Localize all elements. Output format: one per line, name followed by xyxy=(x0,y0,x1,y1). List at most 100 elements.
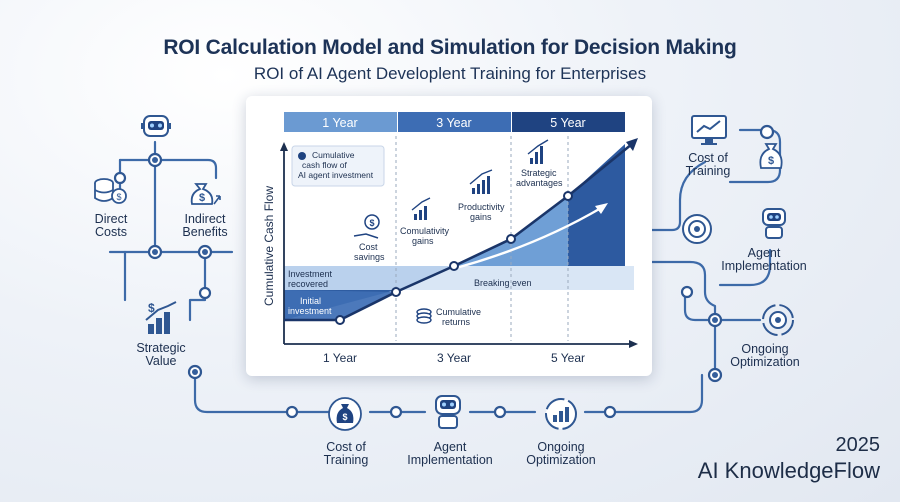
point-productivity xyxy=(506,234,516,244)
chart-panel: 1 Year 3 Year 5 Year xyxy=(246,96,652,376)
coin-stack-icon xyxy=(416,308,432,324)
money-bag-icon: $ xyxy=(190,183,221,205)
mini-bar-chart-icon xyxy=(411,197,431,220)
right-agent-implementation-line-1: Agent xyxy=(747,246,781,260)
legend-swatch xyxy=(298,152,306,160)
bottom-ongoing-optimization-line-1: Ongoing xyxy=(537,440,585,454)
flow-node xyxy=(202,249,208,255)
area-mid xyxy=(454,196,568,266)
right-cost-of-training-line-2: Training xyxy=(685,164,731,178)
svg-text:$: $ xyxy=(342,412,347,422)
flow-node xyxy=(759,124,775,140)
svg-text:$: $ xyxy=(148,301,155,315)
flow-node xyxy=(493,405,507,419)
connector xyxy=(718,248,772,287)
legend-text: Cumulative cash flow of AI agent investm… xyxy=(298,150,374,180)
robot-icon xyxy=(141,115,171,137)
flow-node xyxy=(192,369,198,375)
gear-cycle-icon xyxy=(762,304,794,336)
connector xyxy=(583,373,704,414)
target-refresh-icon xyxy=(682,214,712,244)
robot-icon xyxy=(435,395,461,429)
flow-node xyxy=(285,405,299,419)
bottom-agent-implementation-line-2: Implementation xyxy=(407,453,493,467)
optimization-chart-icon xyxy=(545,398,577,430)
right-ongoing-optimization-line-1: Ongoing xyxy=(741,342,789,356)
x-axis-arrow xyxy=(629,340,638,348)
bottom-cost-of-training-line-2: Training xyxy=(323,453,369,467)
svg-text:$: $ xyxy=(199,192,205,204)
page-subtitle: ROI of AI Agent Developlent Training for… xyxy=(253,64,647,83)
period-header-3-bg xyxy=(398,112,511,132)
period-header-5-bg xyxy=(512,112,625,132)
right-cost-of-training-line-1: Cost of xyxy=(688,151,728,165)
cash-flow-arrow xyxy=(626,138,638,151)
returns-arrowhead xyxy=(595,203,608,214)
connector xyxy=(118,158,218,180)
point-initial xyxy=(335,315,345,325)
connector xyxy=(650,260,717,322)
y-axis-arrow xyxy=(280,142,288,151)
money-bag-icon: $ xyxy=(328,397,362,431)
page-title: ROI Calculation Model and Simulation for… xyxy=(163,36,737,59)
svg-text:$: $ xyxy=(768,155,774,167)
point-year1 xyxy=(391,287,401,297)
strategic-value-line-1: Strategic xyxy=(136,341,186,355)
mini-strategy-icon xyxy=(527,139,549,164)
y-axis-label: Cumulative Cash Flow xyxy=(262,186,276,306)
period-header-1: 1 Year xyxy=(322,116,357,130)
monitor-chart-icon xyxy=(691,115,727,145)
connector xyxy=(650,160,707,232)
strategic-growth-icon: $ xyxy=(145,301,177,334)
legend-box xyxy=(291,145,385,187)
connector xyxy=(193,370,332,414)
connector xyxy=(683,288,762,322)
flow-node xyxy=(603,405,617,419)
right-ongoing-optimization-line-2: Optimization xyxy=(730,355,800,369)
indirect-benefits-line-2: Benefits xyxy=(182,225,228,239)
brand-name: AI KnowledgeFlow xyxy=(697,458,880,483)
brand-year: 2025 xyxy=(835,434,881,456)
period-header-5: 5 Year xyxy=(550,116,585,130)
area-dark xyxy=(568,144,625,266)
bottom-cost-of-training-line-1: Cost of xyxy=(326,440,366,454)
legend-line-2: cash flow of xyxy=(302,160,348,170)
area-initial-lower xyxy=(284,290,396,320)
flow-node xyxy=(198,286,212,300)
mini-growth-icon xyxy=(469,169,493,194)
bottom-ongoing-optimization-line-2: Optimization xyxy=(526,453,596,467)
right-agent-implementation-line-2: Implementation xyxy=(721,259,807,273)
legend-line-3: AI agent investment xyxy=(298,170,374,180)
flow-node xyxy=(712,372,718,378)
svg-text:$: $ xyxy=(116,192,121,202)
connector xyxy=(188,250,207,322)
anno-breaking-even: Breaking even xyxy=(474,278,532,288)
x-tick-3: 3 Year xyxy=(437,351,471,365)
x-tick-1: 1 Year xyxy=(323,351,357,365)
flow-node xyxy=(113,171,127,185)
indirect-benefits-line-1: Indirect xyxy=(184,212,226,226)
legend-line-1: Cumulative xyxy=(312,150,355,160)
money-bag-icon: $ xyxy=(759,143,783,169)
flow-node xyxy=(152,157,158,163)
point-break-even xyxy=(449,261,459,271)
coin-icon: $ xyxy=(353,214,380,239)
x-tick-5: 5 Year xyxy=(551,351,585,365)
returns-arrow xyxy=(455,206,602,270)
roi-chart: 1 Year 3 Year 5 Year xyxy=(262,112,638,365)
point-strategic xyxy=(563,191,573,201)
bottom-agent-implementation-line-1: Agent xyxy=(433,440,467,454)
